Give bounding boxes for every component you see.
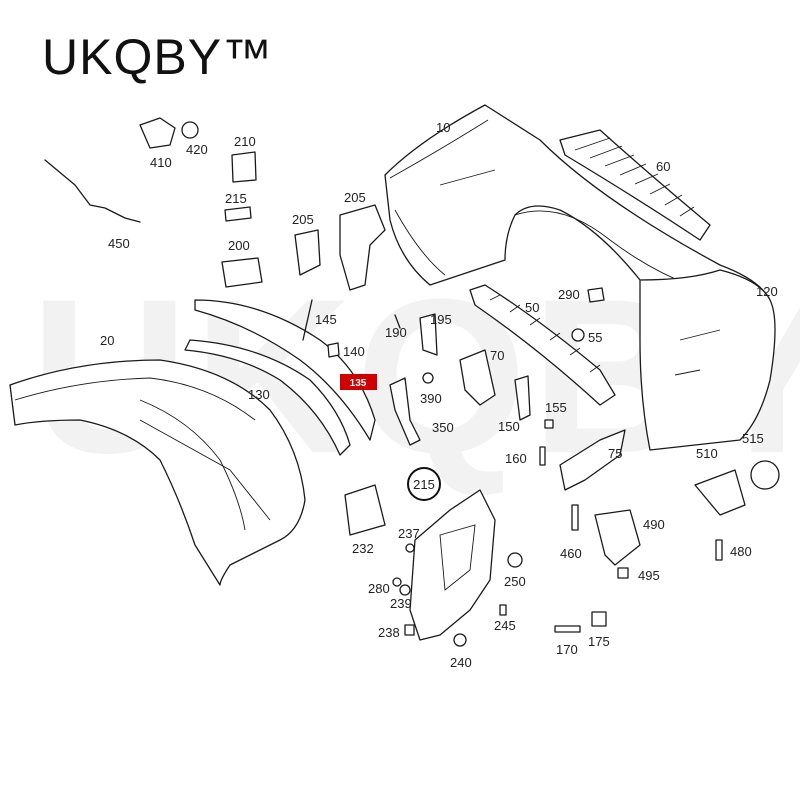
part-420-ring (181, 121, 199, 139)
part-290-label: 290 (558, 287, 580, 302)
part-170-screw (554, 625, 581, 633)
part-175-label: 175 (588, 634, 610, 649)
brand-logo-text: UKQBY™ (42, 29, 274, 85)
part-20-label: 20 (100, 333, 114, 348)
part-75-label: 75 (608, 446, 622, 461)
part-60-label: 60 (656, 159, 670, 174)
part-205-left-label: 205 (292, 212, 314, 227)
part-510-label: 510 (696, 446, 718, 461)
part-420-label: 420 (186, 142, 208, 157)
part-232-cover (344, 484, 386, 536)
part-210-label: 210 (234, 134, 256, 149)
part-200-label: 200 (228, 238, 250, 253)
part-215-clip (224, 206, 252, 222)
part-495-clip (617, 567, 629, 579)
part-215-label: 215 (225, 191, 247, 206)
part-515-cap (750, 460, 780, 490)
part-155-clip (544, 419, 554, 429)
part-490-bracket (594, 509, 641, 566)
part-245-label: 245 (494, 618, 516, 633)
part-145-rod (302, 299, 313, 341)
part-250-nut (507, 552, 523, 568)
part-155-label: 155 (545, 400, 567, 415)
part-390-label: 390 (420, 391, 442, 406)
part-190-label: 190 (385, 325, 407, 340)
part-239-nut (399, 584, 411, 596)
part-239-label: 239 (390, 596, 412, 611)
part-145-label: 145 (315, 312, 337, 327)
part-480-label: 480 (730, 544, 752, 559)
part-70-bracket (459, 349, 496, 406)
part-130-lower-strip (184, 339, 351, 456)
part-280-label: 280 (368, 581, 390, 596)
part-230-circle: 215 (407, 467, 441, 501)
part-410-sensor (139, 117, 176, 149)
part-240-label: 240 (450, 655, 472, 670)
part-130-label: 130 (248, 387, 270, 402)
part-510-housing (694, 469, 746, 516)
part-160-screw (539, 446, 546, 466)
part-135-highlight-badge: 135 (340, 374, 377, 390)
part-195-label: 195 (430, 312, 452, 327)
part-410-label: 410 (150, 155, 172, 170)
part-245-clip (499, 604, 507, 616)
part-480-screw (715, 539, 723, 561)
part-150-holder (514, 375, 531, 421)
part-450-wiring (44, 159, 141, 223)
part-20-lower-bumper (9, 359, 306, 586)
part-205-bracket-right (339, 204, 386, 291)
part-232-label: 232 (352, 541, 374, 556)
part-50-bracket (469, 284, 616, 406)
part-205-bracket-left (294, 229, 321, 276)
side-panel (639, 269, 776, 451)
part-350-bracket (389, 377, 421, 446)
part-240-clip (453, 633, 467, 647)
part-70-label: 70 (490, 348, 504, 363)
part-490-label: 490 (643, 517, 665, 532)
part-175-clip (591, 611, 607, 627)
part-190-pin (394, 314, 401, 329)
part-140-label: 140 (343, 344, 365, 359)
part-120-label: 120 (756, 284, 778, 299)
part-238-label: 238 (378, 625, 400, 640)
part-75-bracket (559, 429, 626, 491)
part-55-nut (571, 328, 585, 342)
part-230-carrier (409, 489, 496, 641)
part-230-label: 215 (413, 477, 435, 492)
part-200-cover (221, 257, 263, 288)
part-495-label: 495 (638, 568, 660, 583)
part-135-label: 135 (350, 378, 367, 389)
part-515-label: 515 (742, 431, 764, 446)
part-238-clip (404, 624, 415, 636)
part-210-plate (231, 151, 257, 183)
part-280-screw (392, 577, 402, 587)
part-10-label: 10 (436, 120, 450, 135)
part-160-label: 160 (505, 451, 527, 466)
part-290-clip (587, 287, 605, 303)
part-460-rivet (571, 504, 579, 531)
part-50-label: 50 (525, 300, 539, 315)
part-450-label: 450 (108, 236, 130, 251)
part-250-label: 250 (504, 574, 526, 589)
part-237-label: 237 (398, 526, 420, 541)
part-55-label: 55 (588, 330, 602, 345)
part-60-trim-strip (559, 129, 711, 241)
part-460-label: 460 (560, 546, 582, 561)
part-140-clip (327, 342, 340, 358)
part-150-label: 150 (498, 419, 520, 434)
part-237-clip (405, 543, 415, 553)
part-350-label: 350 (432, 420, 454, 435)
part-195-clip (419, 313, 438, 356)
part-170-label: 170 (556, 642, 578, 657)
part-130-diffuser (194, 299, 376, 441)
part-205-right-label: 205 (344, 190, 366, 205)
part-390-nut (422, 372, 434, 384)
